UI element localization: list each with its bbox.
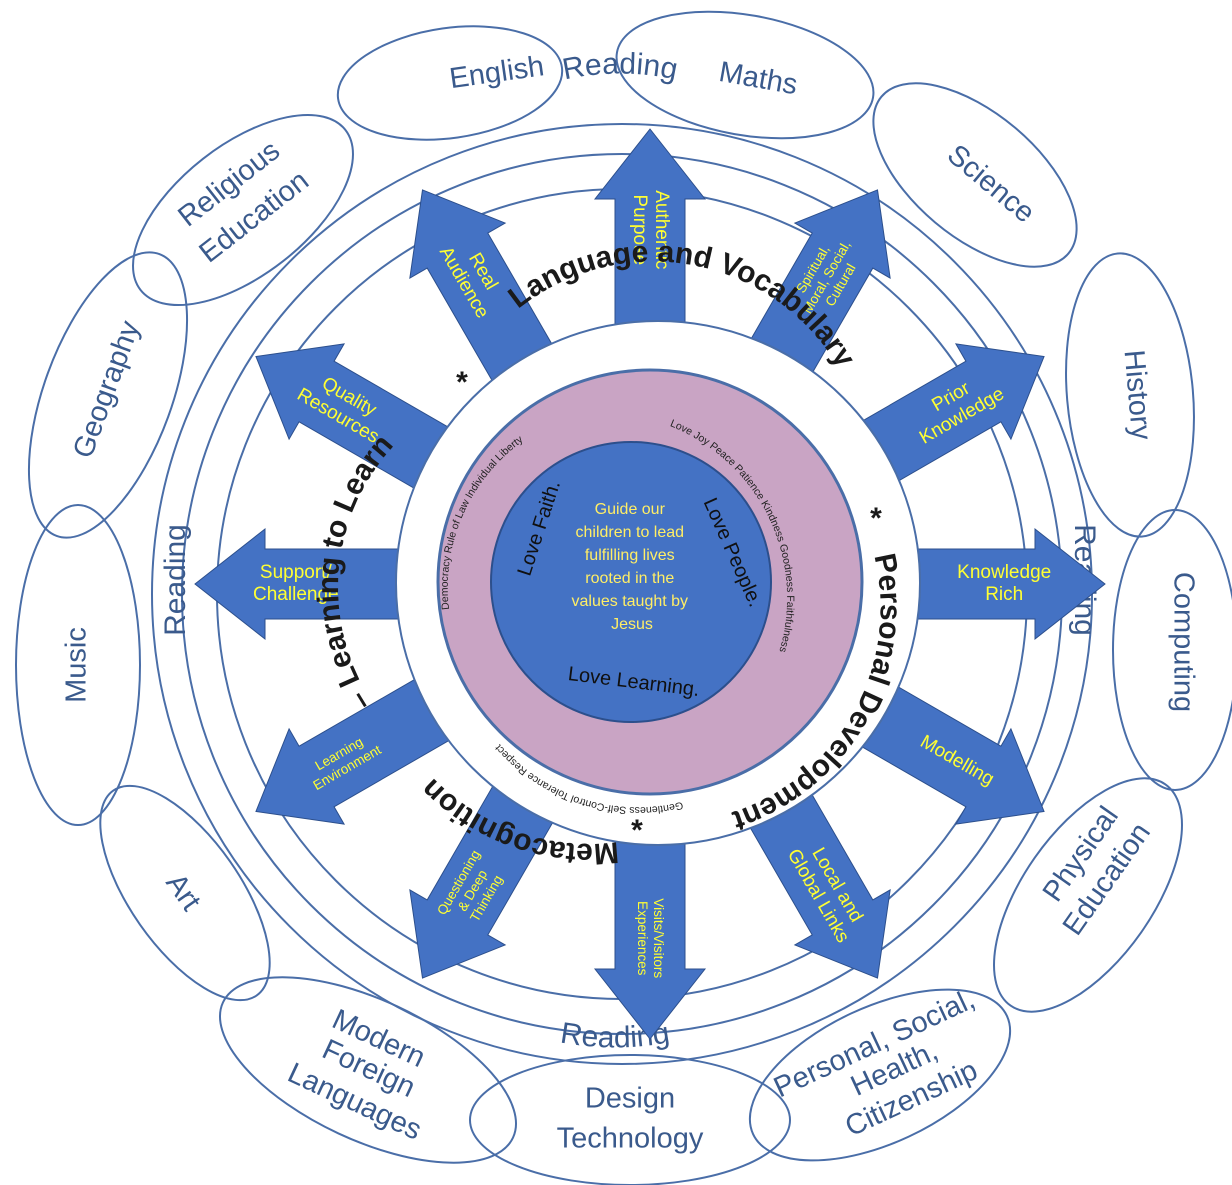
arrow-label: Support/Challenge bbox=[253, 562, 339, 605]
subject-oval-maths bbox=[615, 10, 875, 140]
subject-label-line: Music bbox=[61, 627, 93, 703]
subject-oval-history bbox=[1065, 252, 1195, 538]
subject-oval-music bbox=[15, 504, 141, 826]
arrow-label: AuthenticPurpose bbox=[629, 190, 672, 269]
subject-oval-personal-social-health-citizenship bbox=[748, 988, 1012, 1162]
subject-computing: Computing bbox=[1112, 509, 1232, 791]
arrow-icon bbox=[741, 777, 891, 979]
arrow-icon bbox=[255, 675, 457, 825]
subject-label-line: English bbox=[447, 50, 546, 95]
arrow-icon bbox=[409, 189, 559, 391]
arrow-icon bbox=[255, 343, 457, 493]
arrow-support-challenge: Support/Challenge bbox=[194, 527, 406, 641]
arrow-label: Visits/VisitorsExperiences bbox=[635, 898, 666, 978]
subject-label-line: History bbox=[1117, 349, 1157, 442]
subject-label-line: Design bbox=[585, 1083, 675, 1115]
center-line-5: values taught by bbox=[572, 593, 689, 610]
subject-label-line: Science bbox=[941, 139, 1041, 230]
arrow-icon bbox=[409, 777, 559, 979]
center-line-1: Guide our bbox=[595, 501, 666, 518]
subject-music: Music bbox=[15, 504, 141, 826]
arrow-prior-knowledge: PriorKnowledge bbox=[843, 343, 1045, 493]
arrow-icon bbox=[843, 675, 1045, 825]
subject-oval-geography bbox=[27, 251, 189, 539]
subject-label-line: Maths bbox=[717, 56, 800, 101]
arrow-up-icon bbox=[593, 128, 707, 340]
arrow-left-icon bbox=[194, 527, 406, 641]
subject-label-line: Art bbox=[159, 868, 206, 917]
subject-oval-science bbox=[872, 82, 1078, 268]
center-line-4: rooted in the bbox=[585, 570, 674, 587]
core-circle bbox=[490, 441, 772, 723]
subject-history: History bbox=[1065, 252, 1195, 538]
arrow-visits-visitors-experiences: Visits/VisitorsExperiences bbox=[593, 828, 707, 1040]
subject-oval-religious-education bbox=[132, 113, 354, 307]
subject-label-line: Technology bbox=[557, 1123, 704, 1155]
arrow-questioning-deep-thinking: Questioning& DeepThinking bbox=[409, 777, 559, 979]
subject-oval-art bbox=[99, 784, 271, 1002]
arrow-icon bbox=[741, 189, 891, 391]
subject-label-line: Geography bbox=[67, 316, 146, 462]
arrow-learning-environment: LearningEnvironment bbox=[255, 675, 457, 825]
subject-oval-english bbox=[336, 25, 564, 141]
arrow-modelling: Modelling bbox=[843, 675, 1045, 825]
ring-separator-3: * bbox=[631, 814, 643, 847]
arrow-down-icon bbox=[593, 828, 707, 1040]
center-line-6: Jesus bbox=[611, 616, 653, 633]
center-line-3: fulfilling lives bbox=[585, 547, 675, 564]
reading-label-left: Reading bbox=[159, 524, 192, 636]
center-line-2: children to lead bbox=[576, 524, 685, 541]
center-statement: Guide our children to lead fulfilling li… bbox=[572, 501, 693, 633]
subject-label-line: Computing bbox=[1167, 572, 1199, 712]
subject-oval-computing bbox=[1112, 509, 1232, 791]
ring-separator-1: * bbox=[456, 366, 468, 399]
arrow-quality-resources: QualityResources bbox=[255, 343, 457, 493]
subject-oval-design-technology bbox=[469, 1054, 791, 1185]
subject-geography: Geography bbox=[27, 251, 189, 539]
arrow-authentic-purpose: AuthenticPurpose bbox=[593, 128, 707, 340]
subject-oval-physical-education bbox=[993, 777, 1183, 1013]
ring-separator-2: * bbox=[870, 502, 882, 535]
reading-label-top: Reading bbox=[560, 47, 681, 86]
